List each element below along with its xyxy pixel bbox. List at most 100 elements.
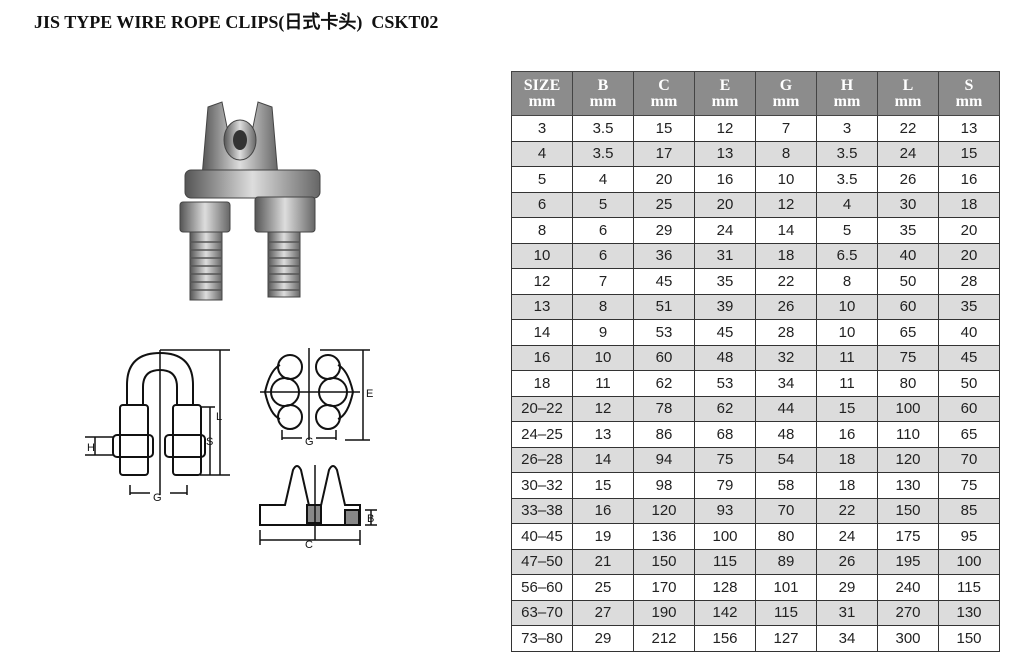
table-cell: 29	[633, 217, 695, 244]
table-cell: 14	[511, 319, 573, 346]
table-cell: 29	[816, 574, 878, 601]
table-cell: 85	[938, 497, 1000, 524]
table-cell: 93	[694, 497, 756, 524]
table-cell: 48	[694, 344, 756, 371]
table-cell: 24–25	[511, 421, 573, 448]
table-cell: 20	[633, 166, 695, 193]
table-cell: 35	[694, 268, 756, 295]
table-cell: 101	[755, 574, 817, 601]
dim-label-g: G	[153, 492, 162, 504]
table-cell: 120	[877, 446, 939, 473]
table-cell: 240	[877, 574, 939, 601]
table-cell: 130	[877, 472, 939, 499]
table-cell: 30–32	[511, 472, 573, 499]
table-cell: 128	[694, 574, 756, 601]
table-cell: 115	[938, 574, 1000, 601]
column-unit: mm	[772, 92, 800, 110]
column-name: H	[840, 76, 854, 94]
table-cell: 10	[816, 293, 878, 320]
table-cell: 6	[572, 242, 634, 269]
table-cell: 39	[694, 293, 756, 320]
table-cell: 34	[816, 625, 878, 652]
table-cell: 73–80	[511, 625, 573, 652]
column-unit: mm	[711, 92, 739, 110]
table-cell: 11	[816, 370, 878, 397]
table-cell: 150	[877, 497, 939, 524]
table-cell: 16	[511, 344, 573, 371]
column-unit: mm	[833, 92, 861, 110]
table-cell: 8	[511, 217, 573, 244]
table-cell: 31	[816, 599, 878, 626]
table-cell: 62	[633, 370, 695, 397]
table-cell: 5	[572, 191, 634, 218]
table-cell: 7	[755, 115, 817, 142]
table-cell: 13	[511, 293, 573, 320]
table-cell: 16	[938, 166, 1000, 193]
table-cell: 4	[816, 191, 878, 218]
table-cell: 3.5	[816, 140, 878, 167]
table-cell: 28	[938, 268, 1000, 295]
table-cell: 24	[877, 140, 939, 167]
column-name: B	[597, 76, 609, 94]
table-cell: 26	[755, 293, 817, 320]
table-cell: 40	[877, 242, 939, 269]
table-cell: 95	[938, 523, 1000, 550]
table-cell: 16	[816, 421, 878, 448]
table-cell: 13	[572, 421, 634, 448]
table-cell: 136	[633, 523, 695, 550]
table-cell: 62	[694, 395, 756, 422]
table-cell: 29	[572, 625, 634, 652]
table-cell: 18	[511, 370, 573, 397]
table-cell: 10	[755, 166, 817, 193]
table-cell: 120	[633, 497, 695, 524]
table-cell: 26–28	[511, 446, 573, 473]
table-cell: 22	[877, 115, 939, 142]
table-cell: 40	[938, 319, 1000, 346]
column-name: C	[658, 76, 670, 94]
table-cell: 86	[633, 421, 695, 448]
table-cell: 45	[633, 268, 695, 295]
table-cell: 98	[633, 472, 695, 499]
table-cell: 190	[633, 599, 695, 626]
table-cell: 75	[694, 446, 756, 473]
table-cell: 4	[511, 140, 573, 167]
table-cell: 175	[877, 523, 939, 550]
table-cell: 3	[816, 115, 878, 142]
table-cell: 78	[633, 395, 695, 422]
table-cell: 58	[755, 472, 817, 499]
table-cell: 5	[816, 217, 878, 244]
table-cell: 12	[511, 268, 573, 295]
table-cell: 18	[816, 472, 878, 499]
table-cell: 11	[816, 344, 878, 371]
table-cell: 13	[938, 115, 1000, 142]
dim-label-c: C	[305, 539, 313, 550]
table-cell: 68	[694, 421, 756, 448]
table-cell: 33–38	[511, 497, 573, 524]
table-cell: 26	[816, 548, 878, 575]
top-view-drawing: G E	[260, 348, 373, 448]
table-cell: 110	[877, 421, 939, 448]
table-cell: 34	[755, 370, 817, 397]
table-cell: 17	[633, 140, 695, 167]
table-cell: 35	[938, 293, 1000, 320]
table-cell: 75	[877, 344, 939, 371]
table-cell: 18	[938, 191, 1000, 218]
table-cell: 50	[877, 268, 939, 295]
table-cell: 170	[633, 574, 695, 601]
table-cell: 3.5	[572, 140, 634, 167]
table-cell: 15	[633, 115, 695, 142]
page-title: JIS TYPE WIRE ROPE CLIPS(日式卡头) CSKT02	[34, 12, 439, 32]
table-cell: 300	[877, 625, 939, 652]
table-cell: 270	[877, 599, 939, 626]
table-cell: 16	[572, 497, 634, 524]
